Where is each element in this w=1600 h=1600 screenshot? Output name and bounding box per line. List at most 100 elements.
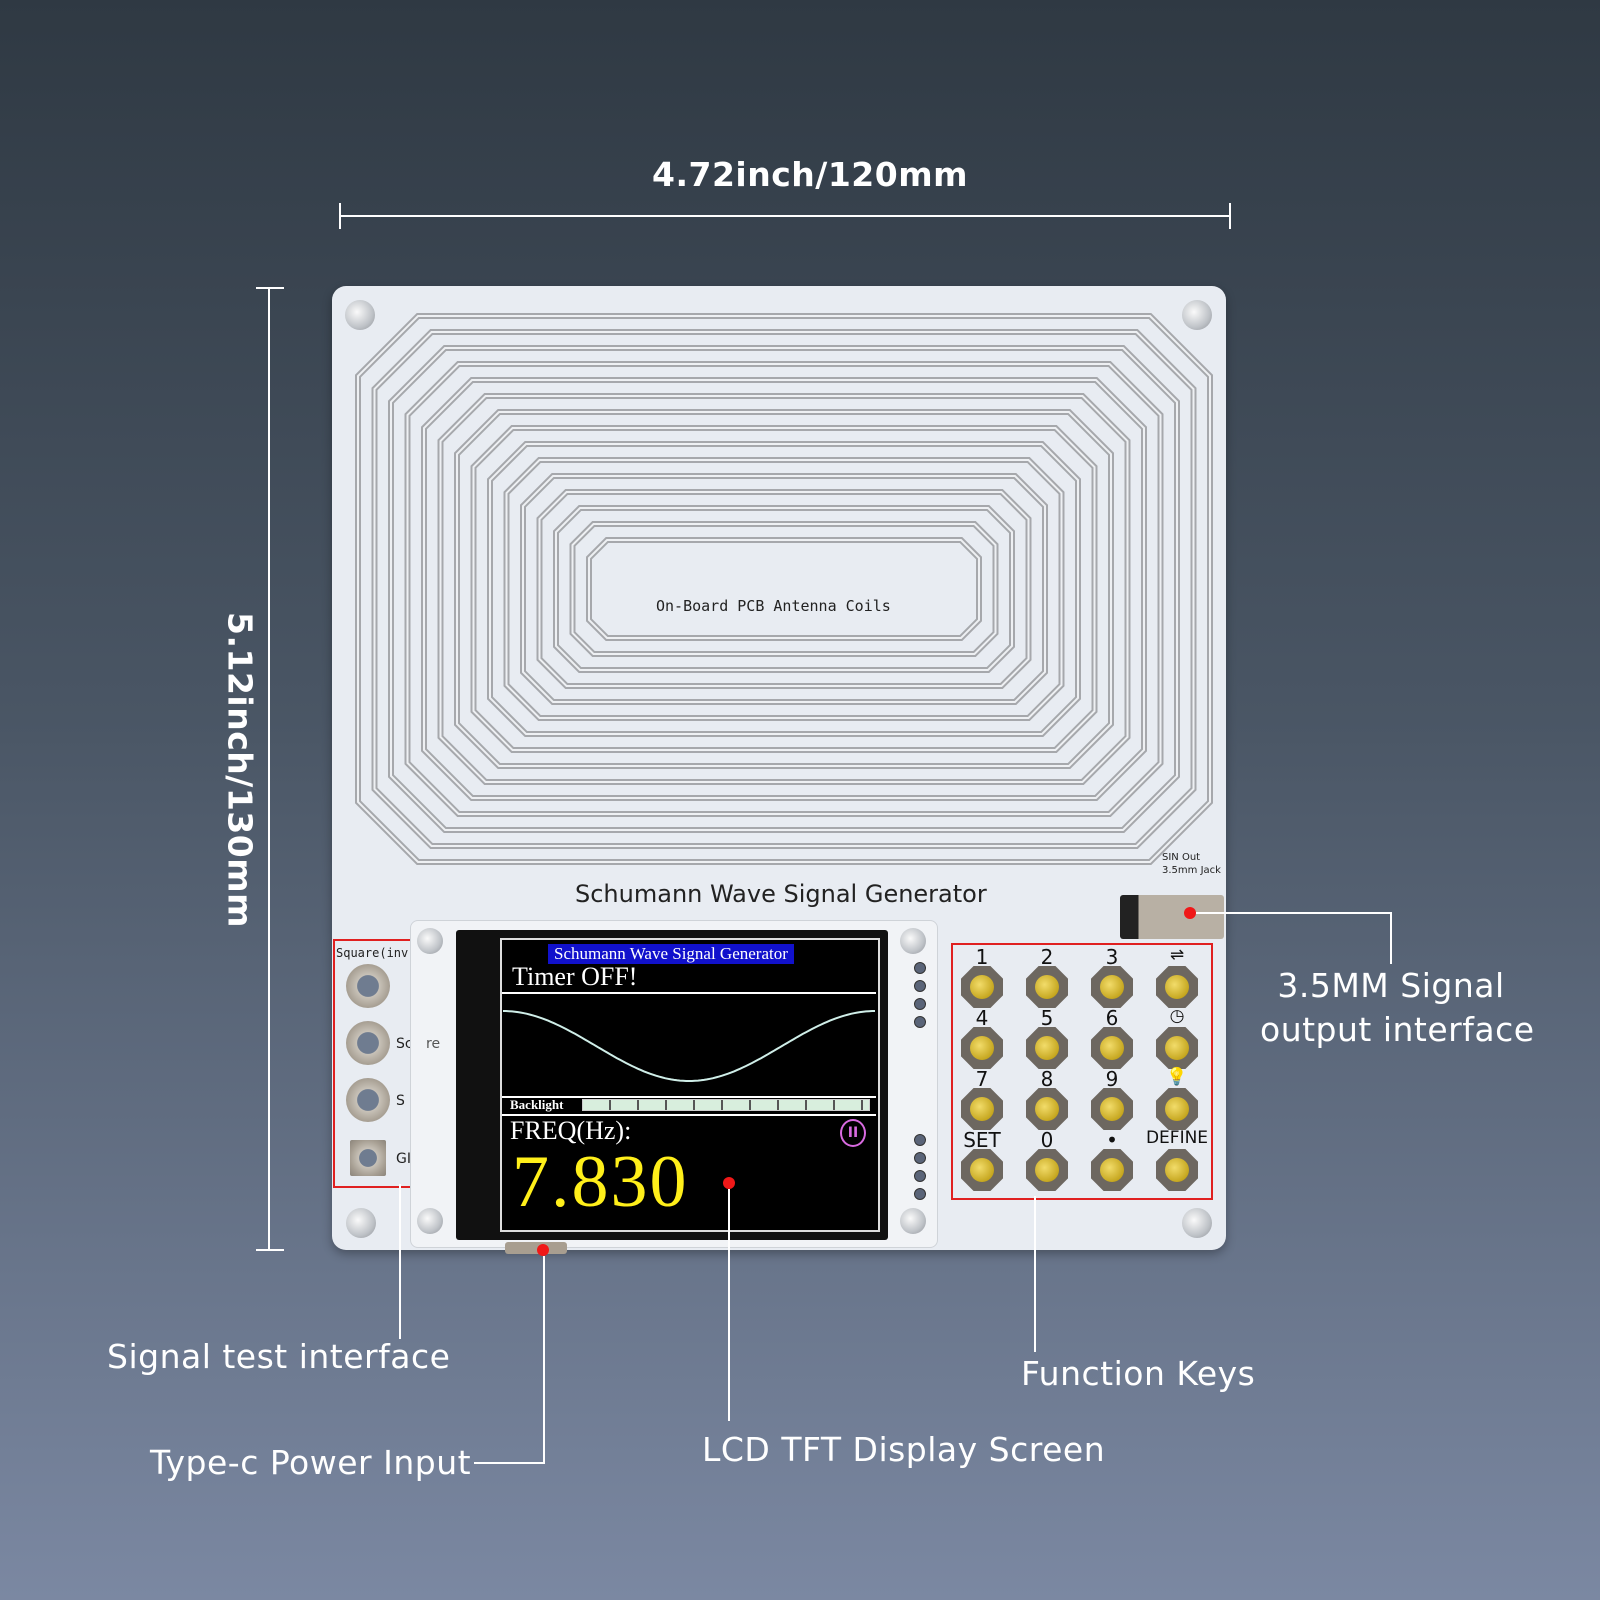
partial-label: re	[426, 1036, 441, 1052]
coil-trace	[439, 395, 1129, 783]
test-pad-sine[interactable]	[346, 1078, 390, 1122]
coil-label: On-Board PCB Antenna Coils	[656, 597, 891, 615]
key-button[interactable]	[955, 1145, 1009, 1195]
lcd-leader	[728, 1189, 730, 1421]
key-button[interactable]	[955, 1084, 1009, 1134]
key-button[interactable]	[1085, 1084, 1139, 1134]
coil-trace	[571, 523, 997, 655]
coil-trace	[487, 441, 1081, 737]
height-dimension-line	[268, 287, 270, 1250]
jack-callout: 3.5MM Signal output interface	[1260, 964, 1534, 1052]
key-label: 6	[1105, 1006, 1119, 1030]
signal-test-callout: Signal test interface	[107, 1337, 451, 1376]
key-button[interactable]	[1150, 1084, 1204, 1134]
key-cap	[1100, 975, 1124, 999]
key-button[interactable]	[955, 962, 1009, 1012]
key-button[interactable]	[1085, 1145, 1139, 1195]
coil-trace	[586, 537, 982, 641]
key-button[interactable]	[1085, 1023, 1139, 1073]
key-button[interactable]	[1150, 1023, 1204, 1073]
key-label: 0	[1040, 1128, 1054, 1152]
width-dimension-label: 4.72inch/120mm	[652, 155, 968, 194]
key-button[interactable]	[1020, 1023, 1074, 1073]
coil-trace	[522, 475, 1046, 703]
key-cap	[1035, 1158, 1059, 1182]
screen-divider	[502, 1096, 876, 1098]
key-cap	[1165, 975, 1189, 999]
mount-hole	[1182, 300, 1212, 330]
key-button[interactable]	[1150, 962, 1204, 1012]
power-leader	[474, 1462, 545, 1464]
mount-hole	[900, 1208, 926, 1234]
width-dimension-tick-right	[1229, 203, 1231, 229]
keys-leader	[1034, 1196, 1036, 1352]
height-dimension-tick-bottom	[256, 1249, 284, 1251]
width-dimension-line	[339, 215, 1231, 217]
jack-leader	[1196, 912, 1391, 914]
coil-trace	[472, 427, 1096, 751]
power-pointer-dot	[537, 1244, 549, 1256]
lightbulb-icon: 💡	[1166, 1067, 1188, 1087]
key-button[interactable]	[1020, 1084, 1074, 1134]
coil-trace	[538, 491, 1030, 687]
test-pad-square[interactable]	[346, 1021, 390, 1065]
coil-trace	[406, 363, 1162, 815]
function-keys-box	[951, 943, 1213, 1200]
signal-test-leader	[399, 1184, 401, 1339]
coil-trace	[357, 315, 1211, 863]
mount-hole	[417, 1208, 443, 1234]
key-cap	[1165, 1036, 1189, 1060]
key-button[interactable]	[955, 1023, 1009, 1073]
screen-divider	[502, 992, 876, 994]
key-cap	[970, 1036, 994, 1060]
key-label: SET	[963, 1128, 1001, 1152]
key-button[interactable]	[1150, 1145, 1204, 1195]
test-pad-label: GI	[396, 1151, 411, 1167]
key-cap	[1035, 975, 1059, 999]
coil-trace	[423, 379, 1145, 799]
test-pad-ground[interactable]	[350, 1140, 386, 1176]
audio-jack[interactable]	[1120, 895, 1224, 939]
header-pins	[914, 1134, 926, 1200]
screen-freq-value: 7.830	[512, 1141, 689, 1223]
key-button[interactable]	[1020, 1145, 1074, 1195]
backlight-bar-fill	[583, 1100, 869, 1110]
screen-backlight-label: Backlight	[510, 1097, 564, 1112]
test-pad-label: Sc	[396, 1036, 413, 1052]
jack-pointer-dot	[1184, 907, 1196, 919]
keys-callout: Function Keys	[1021, 1354, 1256, 1393]
lcd-screen	[500, 938, 880, 1232]
pin	[914, 1170, 926, 1182]
key-label: 1	[975, 945, 989, 969]
key-label: 5	[1040, 1006, 1054, 1030]
key-label: 8	[1040, 1067, 1054, 1091]
key-cap	[1035, 1036, 1059, 1060]
width-dimension-tick-left	[339, 203, 341, 229]
pin	[914, 962, 926, 974]
key-cap	[1100, 1158, 1124, 1182]
key-button[interactable]	[1085, 962, 1139, 1012]
test-pad-square-inv[interactable]	[346, 964, 390, 1008]
coil-trace	[456, 411, 1112, 767]
usb-c-port[interactable]	[505, 1242, 567, 1254]
key-label: 9	[1105, 1067, 1119, 1091]
pin	[914, 1134, 926, 1146]
key-button[interactable]	[1020, 962, 1074, 1012]
key-cap	[1100, 1097, 1124, 1121]
mount-hole	[417, 928, 443, 954]
key-cap	[1100, 1036, 1124, 1060]
key-label: 7	[975, 1067, 989, 1091]
header-pins	[914, 962, 926, 1028]
coil-trace	[505, 459, 1063, 719]
jack-callout-line1: 3.5MM Signal	[1277, 966, 1505, 1005]
mount-hole	[900, 928, 926, 954]
jack-label-line2: 3.5mm Jack	[1162, 865, 1221, 876]
pause-icon: II	[840, 1119, 866, 1147]
key-cap	[970, 1097, 994, 1121]
swap-icon: ⇌	[1169, 945, 1185, 965]
key-label: •	[1106, 1128, 1118, 1152]
key-label: DEFINE	[1145, 1128, 1209, 1148]
coil-trace	[390, 347, 1178, 831]
